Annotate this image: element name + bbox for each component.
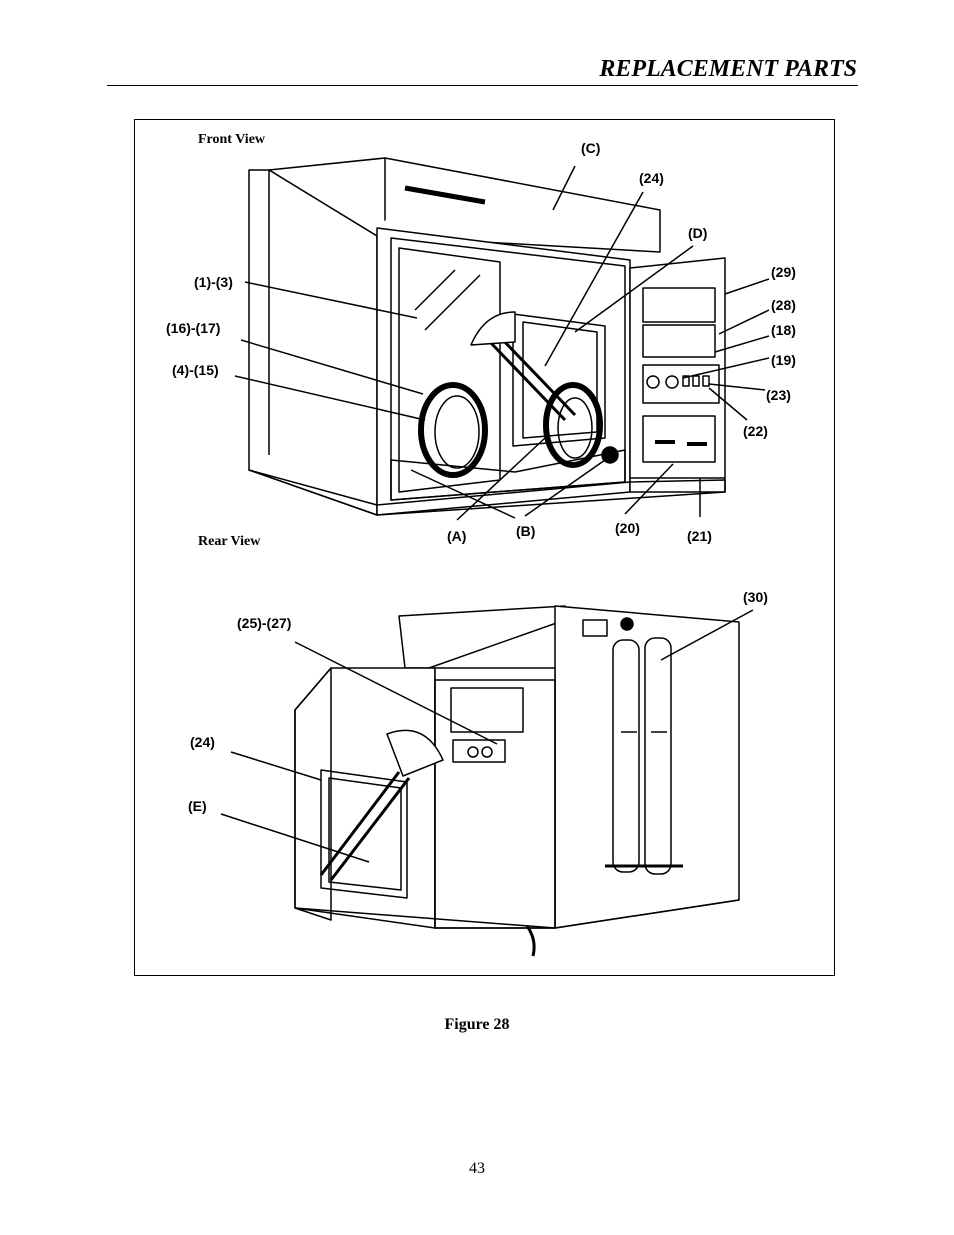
callout-19: (19) — [771, 352, 796, 368]
front-view-label: Front View — [198, 132, 266, 147]
callout-e: (E) — [188, 798, 207, 814]
equipment-drawing — [220, 157, 770, 957]
figure-caption: Figure 28 — [444, 1016, 510, 1033]
callout-25-27: (25)-(27) — [237, 615, 292, 631]
callout-20: (20) — [615, 520, 640, 536]
figure-frame: Front View Rear View (C) (24) (D) (29) (… — [134, 119, 835, 976]
callout-b: (B) — [516, 523, 536, 539]
callout-4-15: (4)-(15) — [172, 362, 219, 378]
header-rule — [107, 85, 858, 86]
callout-23: (23) — [766, 387, 791, 403]
callout-24-rear: (24) — [190, 734, 215, 750]
section-title: REPLACEMENT PARTS — [599, 56, 857, 82]
callout-21: (21) — [687, 528, 712, 544]
callout-d: (D) — [688, 225, 708, 241]
page-number: 43 — [469, 1160, 485, 1177]
callout-a: (A) — [447, 528, 467, 544]
callout-30: (30) — [743, 589, 768, 605]
callout-22: (22) — [743, 423, 768, 439]
front-view-drawing — [234, 157, 770, 521]
callout-18: (18) — [771, 322, 796, 338]
callout-29: (29) — [771, 264, 796, 280]
rear-view-drawing — [220, 605, 754, 957]
callout-16-17: (16)-(17) — [166, 320, 221, 336]
rear-view-label: Rear View — [198, 534, 261, 549]
callout-1-3: (1)-(3) — [194, 274, 233, 290]
callout-24-front: (24) — [639, 170, 664, 186]
callout-c: (C) — [581, 140, 601, 156]
callout-28: (28) — [771, 297, 796, 313]
